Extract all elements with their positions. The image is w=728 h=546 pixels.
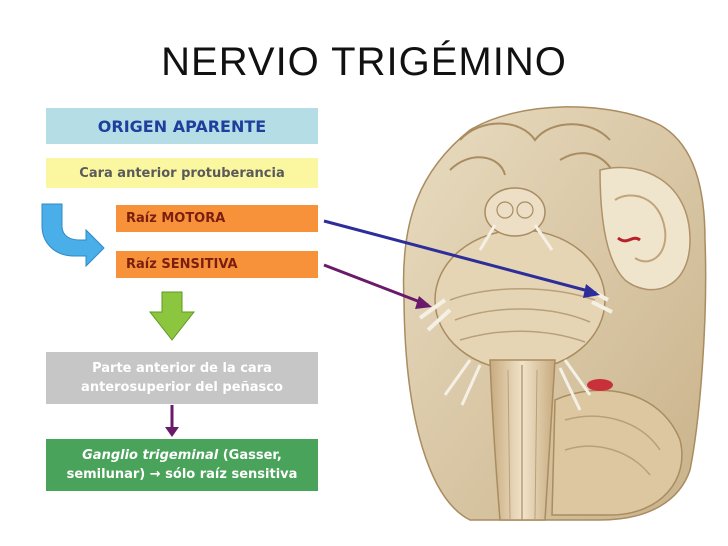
slide-title: NERVIO TRIGÉMINO <box>161 40 567 84</box>
motora-arrow <box>323 219 597 295</box>
ganglio-italic: Ganglio trigeminal <box>82 448 219 463</box>
motora-arrowhead-icon <box>583 284 600 298</box>
ganglio-rest: (Gasser, <box>218 448 282 463</box>
brainstem-illustration <box>402 106 707 521</box>
parte-anterior-box: Parte anterior de la cara anterosuperior… <box>46 352 318 404</box>
parte-line-1: Parte anterior de la cara <box>92 361 272 376</box>
parte-line-2: anterosuperior del peñasco <box>81 380 283 395</box>
sensitiva-arrow <box>323 263 429 307</box>
raiz-sensitiva-box: Raíz SENSITIVA <box>116 251 318 278</box>
cara-anterior-box: Cara anterior protuberancia <box>46 158 318 188</box>
raiz-motora-box: Raíz MOTORA <box>116 205 318 232</box>
ganglio-line-2: semilunar) → sólo raíz sensitiva <box>66 467 298 482</box>
ganglio-trigeminal-box: Ganglio trigeminal (Gasser, semilunar) →… <box>46 439 318 491</box>
sensitiva-arrowhead-icon <box>415 296 432 309</box>
curved-arrow-icon <box>41 203 105 268</box>
down-arrow-icon <box>148 291 196 341</box>
ganglio-line-1: Ganglio trigeminal (Gasser, <box>82 446 282 465</box>
ganglio-arrowhead-icon <box>165 427 179 437</box>
origen-aparente-box: ORIGEN APARENTE <box>46 108 318 144</box>
